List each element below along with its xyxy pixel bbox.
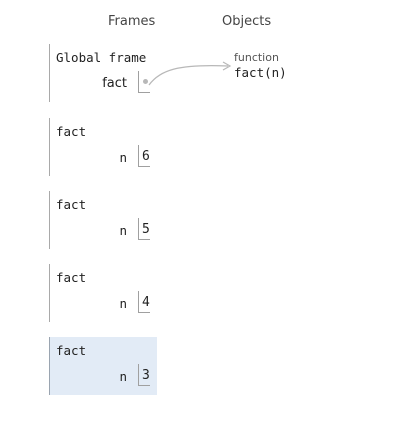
call-frame: fact n 6 <box>49 118 157 176</box>
global-frame: Global frame fact <box>49 44 157 102</box>
frame-variable-row: n 3 <box>50 364 157 388</box>
frame-variable-box: 6 <box>138 145 150 167</box>
frame-variable-value: 4 <box>142 295 150 310</box>
call-frame-title: fact <box>56 270 87 285</box>
frame-variable-box: 5 <box>138 218 150 240</box>
global-variable-box <box>138 71 150 93</box>
call-frame: fact n 4 <box>49 264 157 322</box>
frame-variable-name: n <box>119 223 127 238</box>
call-frame-title: fact <box>56 343 87 358</box>
global-variable-name: fact <box>102 76 127 91</box>
call-frame: fact n 5 <box>49 191 157 249</box>
frames-column-header: Frames <box>108 14 156 29</box>
pointer-dot-icon <box>143 79 148 84</box>
frame-variable-row: n 6 <box>50 145 157 169</box>
frame-variable-box: 3 <box>138 364 150 386</box>
frame-variable-value: 3 <box>142 368 150 383</box>
frame-variable-row: n 5 <box>50 218 157 242</box>
frame-variable-value: 6 <box>142 149 150 164</box>
frame-variable-name: n <box>119 369 127 384</box>
function-type-label: function <box>234 51 279 64</box>
frame-variable-name: n <box>119 150 127 165</box>
global-frame-title: Global frame <box>56 50 147 65</box>
call-frame-title: fact <box>56 197 87 212</box>
pointer-arrowhead-icon <box>222 61 232 71</box>
frame-variable-value: 5 <box>142 222 150 237</box>
global-variable-row: fact <box>50 71 157 95</box>
call-frame-title: fact <box>56 124 87 139</box>
frame-variable-row: n 4 <box>50 291 157 315</box>
function-object: function fact(n) <box>234 51 287 81</box>
pointer-arrow-line <box>148 65 229 86</box>
active-call-frame: fact n 3 <box>49 337 157 395</box>
function-signature: fact(n) <box>234 65 287 80</box>
frame-variable-name: n <box>119 296 127 311</box>
frame-variable-box: 4 <box>138 291 150 313</box>
objects-column-header: Objects <box>222 14 272 29</box>
